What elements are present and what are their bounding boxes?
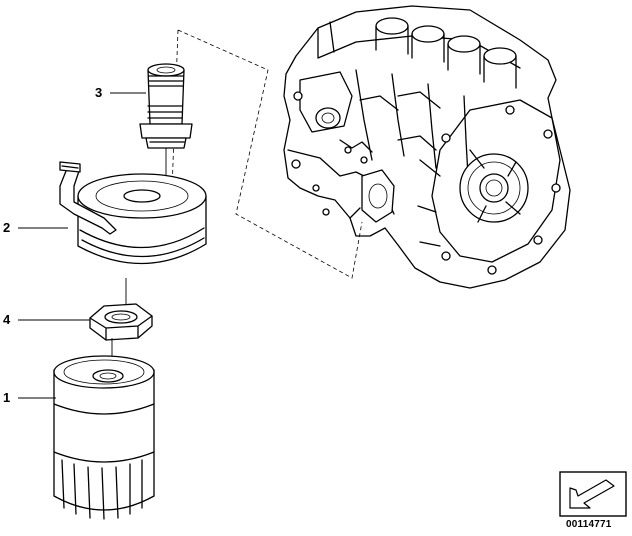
reference-arrow-icon [559, 471, 627, 517]
hex-nut [89, 303, 153, 341]
oil-filter-housing [59, 161, 207, 265]
engine-block [283, 5, 571, 289]
threaded-fitting [139, 63, 193, 149]
document-number: 00114771 [566, 519, 612, 530]
callout-4: 4 [3, 312, 11, 327]
callout-2: 2 [3, 220, 11, 235]
callout-3: 3 [95, 85, 103, 100]
oil-filter [53, 355, 155, 520]
callout-1: 1 [3, 390, 11, 405]
